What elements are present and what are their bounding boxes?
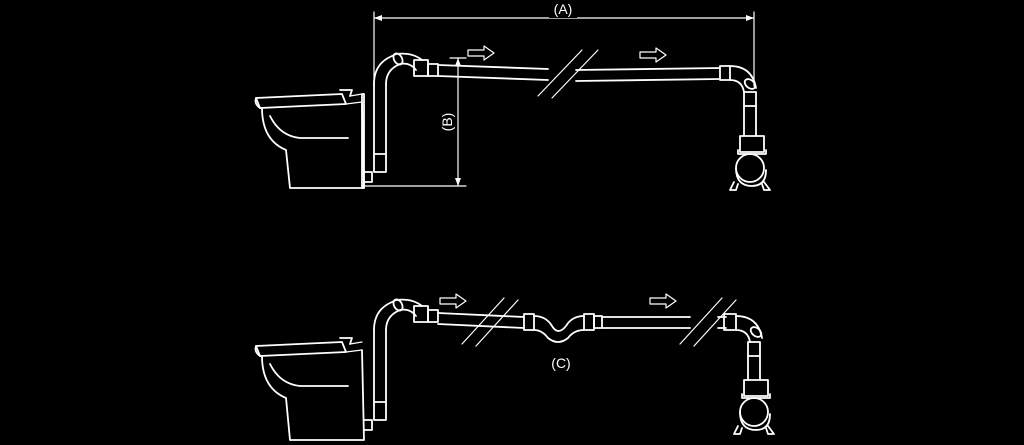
dimension-a-label: (A) bbox=[554, 1, 573, 17]
pump-icon bbox=[733, 379, 775, 435]
flow-arrow-icon bbox=[439, 293, 467, 309]
dip-label: (C) bbox=[551, 355, 570, 371]
dimension-a: (A) bbox=[373, 1, 755, 87]
toilet-icon bbox=[254, 89, 365, 189]
pipe-break-icon bbox=[679, 297, 737, 347]
bottom-diagram: (C) bbox=[254, 293, 775, 441]
pipe-break-icon bbox=[461, 297, 519, 347]
dimension-b: (B) bbox=[361, 57, 467, 187]
flow-arrow-icon bbox=[467, 45, 495, 61]
flow-arrow-icon bbox=[639, 47, 667, 63]
pump-icon bbox=[729, 135, 771, 191]
toilet-icon bbox=[254, 337, 365, 441]
top-diagram: (A) (B) bbox=[254, 1, 771, 191]
pipe-break-icon bbox=[537, 49, 599, 99]
dimension-b-label: (B) bbox=[439, 113, 455, 132]
discharge-pipe-top bbox=[363, 52, 757, 183]
discharge-pipe-bottom bbox=[363, 298, 763, 431]
flow-arrow-icon bbox=[649, 293, 677, 309]
